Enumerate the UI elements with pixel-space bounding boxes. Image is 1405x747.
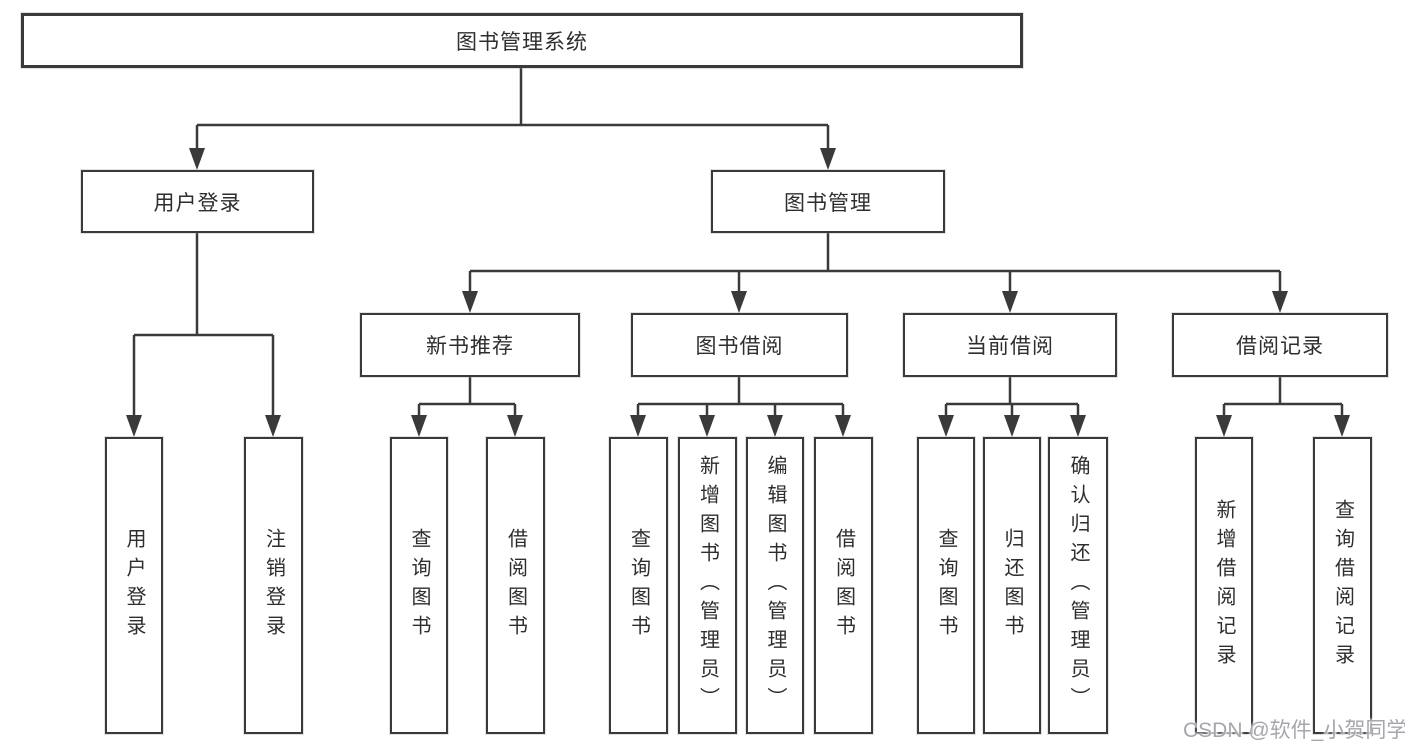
csdn-watermark: CSDN @软件_小贺同学 bbox=[1183, 719, 1405, 742]
leaf-borrow-edit-admin: 编辑图书（管理员） bbox=[746, 437, 804, 734]
leaf-newbook-borrow: 借阅图书 bbox=[486, 437, 545, 734]
node-user-login-label: 用户登录 bbox=[153, 191, 242, 215]
leaf-user-login: 用户登录 bbox=[105, 437, 163, 734]
leaf-current-return-label: 归还图书 bbox=[1001, 527, 1023, 644]
connector-user-login-to-leaves bbox=[126, 233, 281, 437]
connector-current-borrow-arrowheads bbox=[938, 415, 1086, 437]
leaf-current-return: 归还图书 bbox=[983, 437, 1041, 734]
node-root: 图书管理系统 bbox=[21, 13, 1023, 68]
connector-book-borrow-to-leaves bbox=[630, 377, 851, 437]
leaf-user-login-label: 用户登录 bbox=[123, 527, 145, 644]
connector-borrow-records-line bbox=[1222, 377, 1344, 417]
node-new-book-recommend-label: 新书推荐 bbox=[426, 335, 514, 358]
node-borrow-records-label: 借阅记录 bbox=[1236, 335, 1324, 358]
connector-current-borrow-line bbox=[944, 377, 1080, 417]
leaf-current-confirm-admin: 确认归还（管理员） bbox=[1048, 437, 1108, 734]
node-user-login: 用户登录 bbox=[81, 170, 314, 233]
leaf-borrow-query: 查询图书 bbox=[609, 437, 668, 734]
connector-borrow-records-arrowheads bbox=[1216, 415, 1350, 437]
connector-borrow-records-to-leaves bbox=[1216, 377, 1350, 437]
leaf-records-add-label: 新增借阅记录 bbox=[1213, 498, 1235, 673]
leaf-borrow-borrow: 借阅图书 bbox=[814, 437, 873, 734]
leaf-records-query: 查询借阅记录 bbox=[1313, 437, 1372, 734]
node-book-management: 图书管理 bbox=[711, 170, 945, 233]
leaf-current-confirm-admin-label: 确认归还（管理员） bbox=[1067, 455, 1089, 716]
node-root-label: 图书管理系统 bbox=[456, 30, 588, 54]
connector-user-login-line bbox=[132, 233, 275, 417]
leaf-records-add: 新增借阅记录 bbox=[1195, 437, 1253, 734]
leaf-records-query-label: 查询借阅记录 bbox=[1331, 498, 1354, 673]
connector-root-line bbox=[195, 68, 830, 150]
leaf-newbook-borrow-label: 借阅图书 bbox=[504, 527, 527, 644]
connector-book-management-line bbox=[468, 233, 1282, 293]
leaf-logout-label: 注销登录 bbox=[262, 527, 285, 644]
connector-root-arrowheads bbox=[189, 148, 836, 170]
leaf-borrow-add-admin-label: 新增图书（管理员） bbox=[696, 455, 719, 716]
connector-new-book-recommend-arrowheads bbox=[411, 415, 523, 437]
node-borrow-records: 借阅记录 bbox=[1172, 313, 1388, 377]
leaf-newbook-query-label: 查询图书 bbox=[408, 527, 430, 644]
connector-new-book-recommend-to-leaves bbox=[411, 377, 523, 437]
leaf-current-query: 查询图书 bbox=[917, 437, 975, 734]
connector-current-borrow-to-leaves bbox=[938, 377, 1086, 437]
connector-book-management-to-level3 bbox=[462, 233, 1288, 313]
leaf-newbook-query: 查询图书 bbox=[390, 437, 448, 734]
leaf-borrow-edit-admin-label: 编辑图书（管理员） bbox=[764, 455, 786, 716]
connector-user-login-arrowheads bbox=[126, 415, 281, 437]
connector-root-to-level2 bbox=[189, 68, 836, 170]
connector-book-management-arrowheads bbox=[462, 291, 1288, 313]
leaf-borrow-query-label: 查询图书 bbox=[627, 527, 650, 644]
node-book-management-label: 图书管理 bbox=[784, 191, 872, 215]
node-current-borrow: 当前借阅 bbox=[903, 313, 1117, 377]
node-new-book-recommend: 新书推荐 bbox=[360, 313, 580, 377]
leaf-logout: 注销登录 bbox=[244, 437, 303, 734]
leaf-borrow-borrow-label: 借阅图书 bbox=[832, 527, 855, 644]
leaf-current-query-label: 查询图书 bbox=[935, 527, 957, 644]
node-current-borrow-label: 当前借阅 bbox=[966, 335, 1054, 358]
node-book-borrow: 图书借阅 bbox=[631, 313, 848, 377]
connector-book-borrow-line bbox=[636, 377, 845, 417]
node-book-borrow-label: 图书借阅 bbox=[695, 335, 784, 358]
leaf-borrow-add-admin: 新增图书（管理员） bbox=[678, 437, 737, 734]
connector-new-book-recommend-line bbox=[417, 377, 517, 417]
connector-book-borrow-arrowheads bbox=[630, 415, 851, 437]
